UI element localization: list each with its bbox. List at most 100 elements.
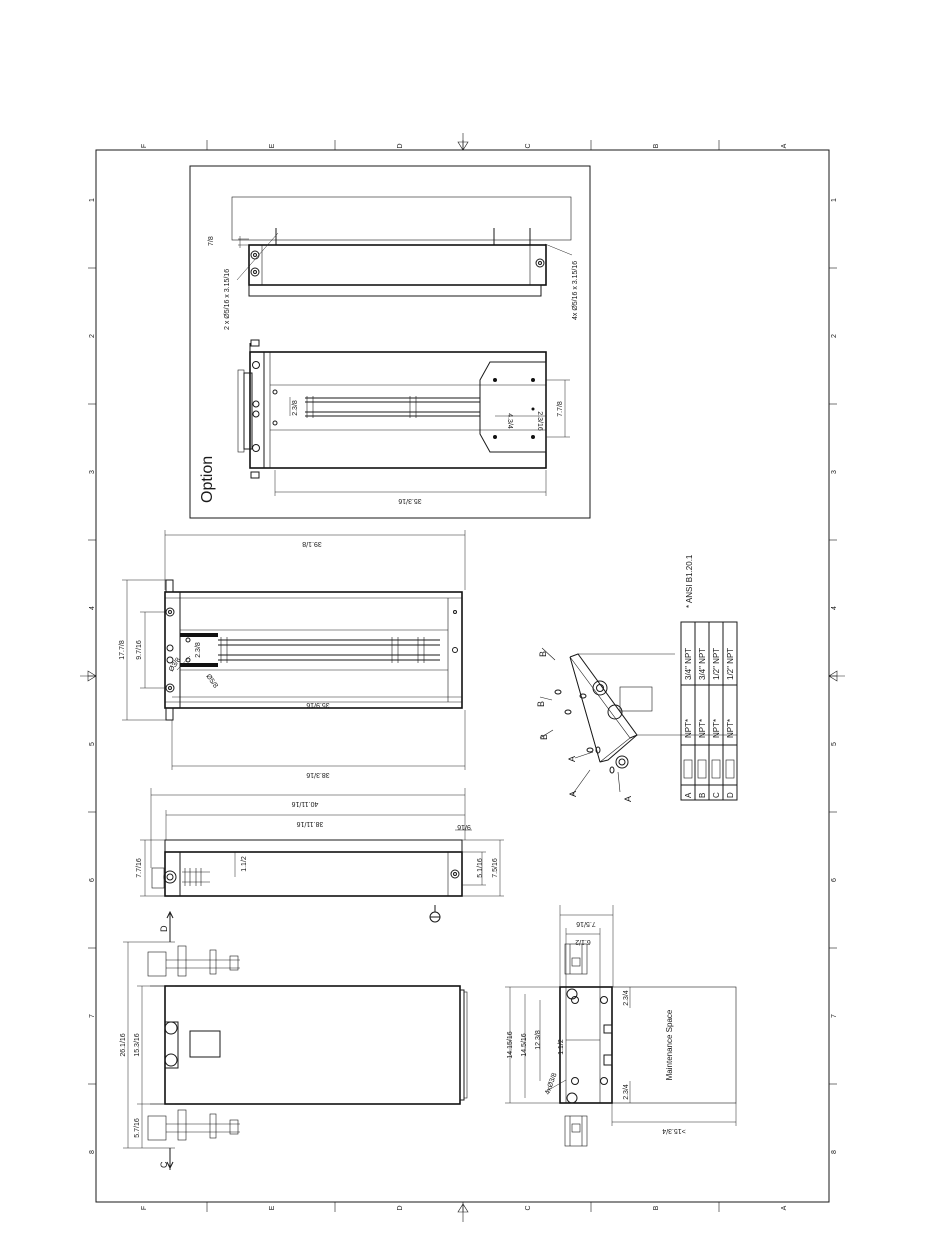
front-view-panel bbox=[189, 1030, 221, 1058]
col-label-A-bottom: A bbox=[781, 1205, 788, 1210]
isometric-view: B B B A A A bbox=[536, 647, 737, 802]
col-label-B: B bbox=[653, 143, 660, 148]
maintenance-space-label: Maintenance Space bbox=[665, 1009, 674, 1080]
dim-5-1-16: 5.1/16 bbox=[477, 858, 484, 878]
dim-2-3-8-top: 2.3/8 bbox=[195, 642, 202, 658]
row-label-8-right: 8 bbox=[831, 1150, 838, 1154]
row-label-6: 6 bbox=[89, 878, 96, 882]
dim-1-1-2-end: 1.1/2 bbox=[558, 1039, 565, 1055]
iso-label-a-3: A bbox=[623, 796, 633, 802]
side-view-outline bbox=[164, 851, 463, 897]
col-label-C: C bbox=[525, 143, 532, 148]
conn-row-d-type: NPT* bbox=[726, 719, 735, 738]
end-view: Maintenance Space 7.5/16 6.1/2 2.3/4 2.3… bbox=[505, 905, 737, 1147]
sheet-frame: F E D C B A F E D C B A 1 2 3 4 5 6 7 8 … bbox=[80, 133, 845, 1222]
side-view: 40.11/16 38.11/16 9/16 7.7/16 1.1/2 5.1/… bbox=[136, 788, 504, 923]
conn-row-c-symbol bbox=[711, 759, 721, 779]
row-label-7-right: 7 bbox=[831, 1014, 838, 1018]
dim-2-3-8-option: 2.3/8 bbox=[292, 400, 299, 416]
dim-9-16: 9/16 bbox=[457, 823, 471, 830]
end-view-outline bbox=[559, 986, 613, 1104]
option-view-title: Option bbox=[199, 456, 216, 503]
option-unit-plan bbox=[237, 339, 547, 479]
dim-39-1-8: 39.1/8 bbox=[302, 540, 322, 547]
col-label-C-bottom: C bbox=[525, 1205, 532, 1210]
dim-15-3-4: >15.3/4 bbox=[662, 1127, 686, 1134]
dim-14-15-16: 14.15/16 bbox=[507, 1031, 514, 1058]
dim-12-3-8: 12.3/8 bbox=[535, 1030, 542, 1050]
dim-7-5-16-side: 7.5/16 bbox=[492, 858, 499, 878]
dim-4x-phi-3-8: 4xØ3/8 bbox=[544, 1072, 558, 1096]
dim-7-5-16-end: 7.5/16 bbox=[576, 920, 596, 927]
row-label-6-right: 6 bbox=[831, 878, 838, 882]
row-label-3-right: 3 bbox=[831, 470, 838, 474]
dim-phi-5-8: Ø5/8 bbox=[204, 673, 218, 690]
dim-5-7-16: 5.7/16 bbox=[134, 1118, 141, 1138]
maintenance-area bbox=[611, 986, 737, 1104]
ansi-note: * ANSI B1.20.1 bbox=[685, 554, 694, 608]
iso-label-a-2: A bbox=[568, 791, 578, 797]
top-view: 39.1/8 17.7/8 9.7/16 2.3/8 Ø3/8 Ø5/8 35.… bbox=[119, 530, 466, 778]
row-label-7: 7 bbox=[89, 1014, 96, 1018]
dim-4-3-4: 4.3/4 bbox=[506, 413, 513, 429]
dim-38-11-16: 38.11/16 bbox=[297, 820, 324, 827]
conn-row-b-symbol bbox=[697, 759, 707, 779]
iso-label-b-3: B bbox=[539, 734, 549, 740]
conn-row-a-id: A bbox=[684, 792, 693, 798]
conn-row-a-type: NPT* bbox=[684, 719, 693, 738]
row-label-5: 5 bbox=[89, 742, 96, 746]
conn-row-b-size: 3/4" NPT bbox=[698, 648, 707, 680]
iso-label-b-2: B bbox=[536, 701, 546, 707]
conn-row-b-type: NPT* bbox=[698, 719, 707, 738]
col-label-F-bottom: F bbox=[141, 1206, 148, 1210]
dim-35-9-16: 35.9/16 bbox=[306, 701, 329, 708]
option-view: Option 7/8 2 x Ø5/16 x 3.15/16 4x Ø5/16 … bbox=[189, 165, 591, 519]
dim-7-7-8: 7.7/8 bbox=[557, 401, 564, 417]
conn-row-d-symbol bbox=[725, 759, 735, 779]
conn-row-a-size: 3/4" NPT bbox=[684, 648, 693, 680]
center-mark-right bbox=[828, 670, 845, 682]
col-label-E-bottom: E bbox=[269, 1205, 276, 1210]
label-c: C bbox=[159, 1161, 169, 1168]
dim-15-3-16: 15.3/16 bbox=[134, 1033, 141, 1056]
dim-2-3-4-top: 2.3/4 bbox=[623, 990, 630, 1006]
dim-35-3-16: 35.3/16 bbox=[398, 497, 421, 504]
connections-table: * ANSI B1.20.1 A NPT* 3/4" NPT B NPT* 3/… bbox=[680, 554, 738, 801]
dim-40-11-16: 40.11/16 bbox=[292, 800, 319, 807]
dim-26-1-16: 26.1/16 bbox=[120, 1033, 127, 1056]
center-mark-bottom bbox=[457, 1203, 469, 1222]
option-unit-elevation bbox=[248, 244, 547, 286]
conn-row-c-size: 1/2" NPT bbox=[712, 648, 721, 680]
row-label-3: 3 bbox=[89, 470, 96, 474]
col-label-B-bottom: B bbox=[653, 1205, 660, 1210]
dim-2-3-4-bottom: 2.3/4 bbox=[623, 1084, 630, 1100]
iso-label-a-1: A bbox=[567, 756, 577, 762]
dim-6-1-2: 6.1/2 bbox=[575, 938, 591, 945]
front-view: D C 26.1/16 15.3/16 5.7/16 bbox=[120, 910, 468, 1170]
row-label-1-right: 1 bbox=[831, 198, 838, 202]
dim-7-8: 7/8 bbox=[208, 236, 215, 246]
fitting-c bbox=[147, 1103, 240, 1149]
conn-row-d-size: 1/2" NPT bbox=[726, 648, 735, 680]
ceiling-slab bbox=[231, 196, 572, 241]
dim-38-3-16: 38.3/16 bbox=[306, 771, 329, 778]
dim-17-7-8: 17.7/8 bbox=[119, 640, 126, 660]
fitting-d bbox=[147, 941, 240, 987]
conn-row-a-symbol bbox=[683, 759, 693, 779]
center-mark-left bbox=[80, 670, 97, 682]
col-label-E: E bbox=[269, 143, 276, 148]
option-view-border bbox=[189, 165, 591, 519]
col-label-F: F bbox=[141, 144, 148, 148]
center-mark-top bbox=[457, 133, 469, 151]
label-d: D bbox=[159, 925, 169, 932]
row-label-2-right: 2 bbox=[831, 334, 838, 338]
dim-1-1-2-side: 1.1/2 bbox=[241, 856, 248, 872]
front-view-outline bbox=[164, 985, 461, 1105]
row-label-2: 2 bbox=[89, 334, 96, 338]
row-label-4: 4 bbox=[89, 606, 96, 610]
row-label-5-right: 5 bbox=[831, 742, 838, 746]
row-label-4-right: 4 bbox=[831, 606, 838, 610]
top-view-outline bbox=[164, 591, 463, 709]
row-label-1: 1 bbox=[89, 198, 96, 202]
